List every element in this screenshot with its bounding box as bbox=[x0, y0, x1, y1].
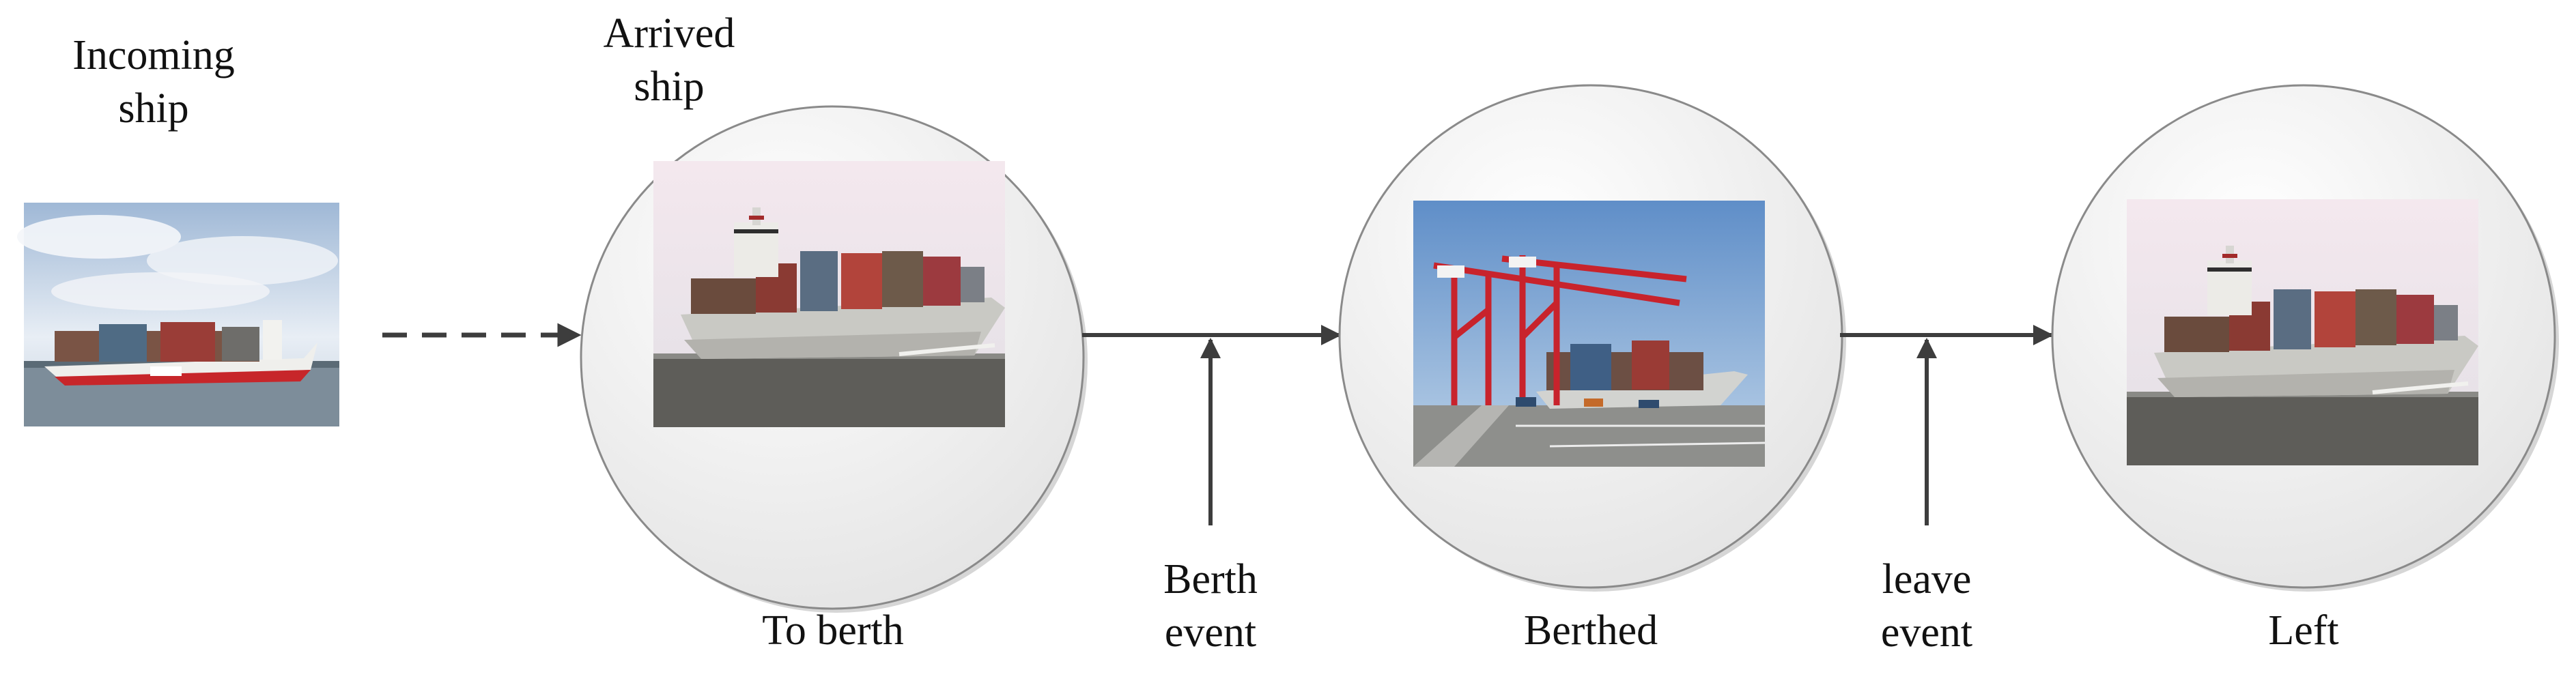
port-crane-photo bbox=[1413, 201, 1766, 467]
berthed-state bbox=[1338, 84, 1846, 592]
ship-photo-left bbox=[2127, 199, 2478, 465]
ship-photo-to-berth bbox=[653, 161, 1005, 427]
berthed-label: Berthed bbox=[1523, 607, 1658, 654]
incoming-ship-photo bbox=[17, 203, 339, 426]
left-label: Left bbox=[2268, 607, 2339, 654]
to-berth-state bbox=[580, 105, 1088, 613]
left-state bbox=[2051, 84, 2559, 592]
to-berth-label: To berth bbox=[762, 607, 904, 654]
